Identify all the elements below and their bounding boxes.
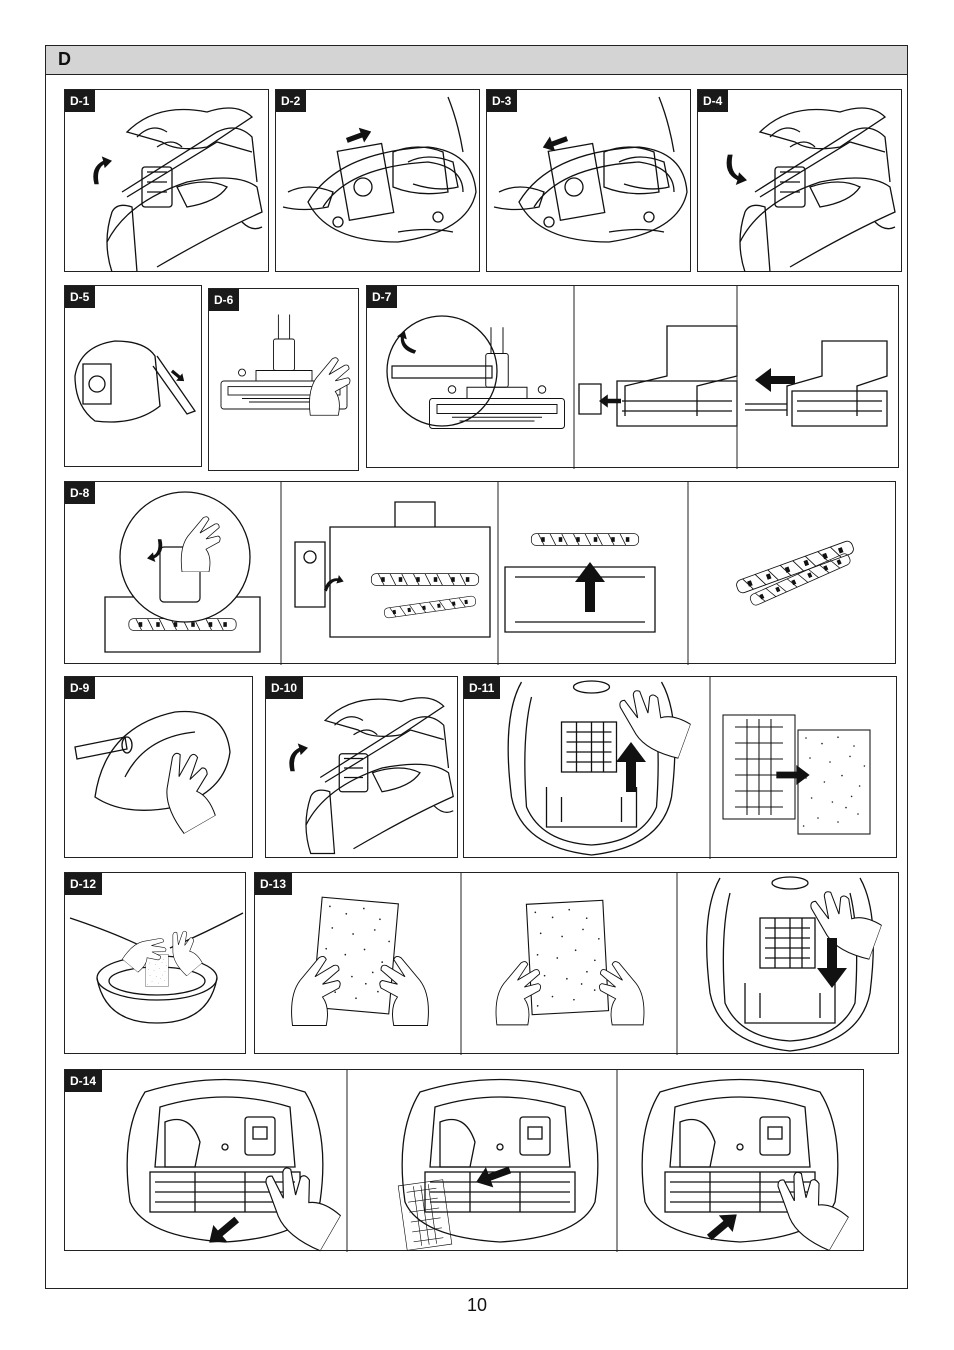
step-label-d9: D-9 xyxy=(65,677,96,699)
filter-icon xyxy=(507,677,871,859)
vacuum-open-lid-icon xyxy=(289,697,454,855)
panel-d7: D-7 xyxy=(366,285,899,468)
panel-d3: D-3 xyxy=(486,89,691,272)
step-label-d10: D-10 xyxy=(266,677,304,699)
step-label-d11: D-11 xyxy=(464,677,501,699)
filter-icon xyxy=(126,1070,858,1252)
vacuum-open-lid-icon xyxy=(93,107,263,272)
panel-d12: D-12 xyxy=(64,872,246,1054)
panel-d2: D-2 xyxy=(275,89,480,272)
step-label-d6: D-6 xyxy=(209,289,240,311)
section-title: D xyxy=(58,49,71,69)
step-label-d13: D-13 xyxy=(255,873,293,895)
step-label-d2: D-2 xyxy=(276,90,307,112)
floor-nozzle-icon xyxy=(220,314,351,416)
step-label-d4: D-4 xyxy=(698,90,729,112)
vacuum-open-lid-icon xyxy=(65,677,254,835)
panel-d10: D-10 xyxy=(265,676,458,858)
panel-d5: D-5 xyxy=(64,285,202,467)
filter-icon xyxy=(290,873,888,1055)
step-label-d1: D-1 xyxy=(65,90,96,112)
dust-bag-icon xyxy=(65,286,203,468)
panel-d8: D-8 xyxy=(64,481,896,664)
water-bowl-icon xyxy=(65,873,247,1055)
step-label-d14: D-14 xyxy=(65,1070,103,1092)
step-label-d8: D-8 xyxy=(65,482,96,504)
panel-d13: D-13 xyxy=(254,872,899,1054)
dust-bag-icon xyxy=(282,96,477,243)
floor-nozzle-icon xyxy=(367,286,900,469)
panel-d1: D-1 xyxy=(64,89,269,272)
brush-roll-icon xyxy=(65,482,856,665)
panel-d14: D-14 xyxy=(64,1069,864,1252)
panel-d11: D-11 xyxy=(463,676,897,858)
page-number: 10 xyxy=(466,1295,488,1315)
step-label-d5: D-5 xyxy=(65,286,96,308)
panel-d9: D-9 xyxy=(64,676,253,858)
panel-d4: D-4 xyxy=(697,89,902,272)
section-header: D xyxy=(45,45,908,75)
step-label-d12: D-12 xyxy=(65,873,103,895)
dust-bag-icon xyxy=(493,96,688,243)
vacuum-open-lid-icon xyxy=(726,107,896,272)
panel-d6: D-6 xyxy=(208,288,359,471)
step-label-d3: D-3 xyxy=(487,90,518,112)
step-label-d7: D-7 xyxy=(367,286,398,308)
